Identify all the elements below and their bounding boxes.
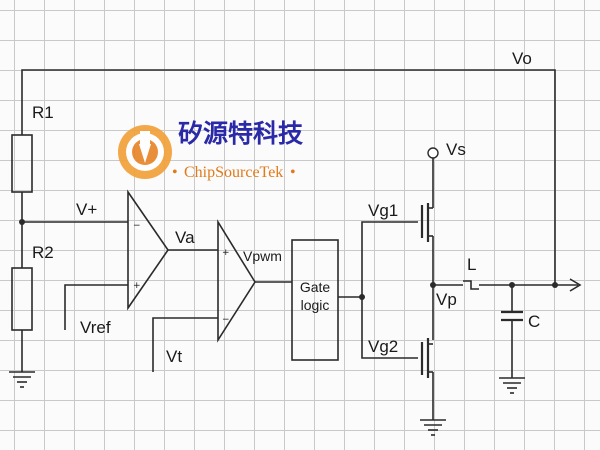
ground-symbol-r2: [9, 371, 35, 388]
vg2-label: Vg2: [368, 337, 398, 356]
vt-label: Vt: [166, 347, 182, 366]
inductor-symbol: [463, 280, 479, 290]
watermark-chinese-text: 矽源特科技: [178, 119, 303, 148]
r2-label: R2: [32, 243, 54, 262]
vs-terminal: [427, 147, 439, 159]
vt-wire: [152, 317, 218, 372]
r1-label: R1: [32, 103, 54, 122]
resistor-r1: [11, 134, 33, 193]
low-side-mosfet: [420, 338, 433, 378]
watermark-english-dot-left: •: [172, 164, 178, 181]
high-side-mosfet: [420, 203, 433, 242]
ground-symbol-mosfet: [420, 419, 446, 436]
resistor-r2: [11, 267, 33, 331]
pwm-comparator: [217, 219, 256, 343]
gate-logic-line2: logic: [301, 297, 330, 313]
vref-label: Vref: [80, 318, 111, 337]
vg1-label: Vg1: [368, 201, 398, 220]
vg1-wire: [361, 221, 418, 297]
vpwm-label: Vpwm: [243, 248, 282, 264]
amp1-plus-sign: +: [133, 281, 141, 291]
vs-label: Vs: [446, 140, 466, 159]
error-amplifier: [127, 189, 169, 311]
feedback-wire: [21, 69, 556, 286]
vg2-wire: [361, 297, 418, 359]
gate-logic-block: [291, 239, 339, 361]
amp1-minus-sign: −: [133, 221, 141, 231]
ground-symbol-capacitor: [499, 377, 525, 394]
output-arrow-icon: [569, 278, 582, 292]
vp-label: Vp: [436, 290, 457, 309]
va-label: Va: [175, 228, 195, 247]
vo-label: Vo: [512, 49, 532, 68]
capacitor-label: C: [528, 312, 540, 331]
watermark-logo-icon: [118, 125, 172, 179]
amp2-minus-sign: −: [222, 315, 230, 325]
amp2-plus-sign: +: [222, 248, 230, 258]
watermark-english-dot-right: •: [290, 164, 296, 181]
vref-wire: [64, 284, 128, 330]
vo-node: [552, 282, 558, 288]
inductor-label: L: [467, 255, 476, 274]
vplus-label: V+: [76, 200, 97, 219]
gate-logic-line1: Gate: [300, 279, 331, 295]
watermark-english-text: ChipSourceTek: [184, 164, 283, 181]
